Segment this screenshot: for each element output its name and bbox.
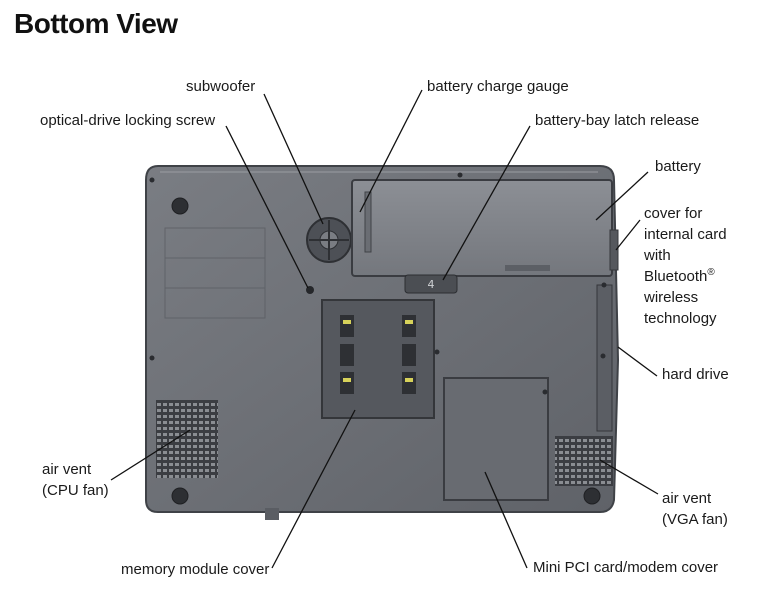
label-memory-module-cover: memory module cover [121,561,270,578]
label-cover-line3: with [644,247,671,264]
case-panel-lines [164,227,266,319]
label-registered-mark: ® [707,267,715,278]
vga-fan-vent [555,436,613,486]
label-subwoofer: subwoofer [186,78,256,95]
label-air-vent-cpu-line2: (CPU fan) [42,482,109,499]
label-cover-line1: cover for [644,205,703,222]
label-battery-bay-latch-release: battery-bay latch release [535,112,700,129]
internal-card-cover-shape [609,229,619,271]
label-air-vent-cpu: air vent (CPU fan) [42,459,142,501]
label-cover-line4: Bluetooth® [644,266,774,287]
leader-lines [110,89,659,569]
label-bluetooth-text: Bluetooth [644,268,708,285]
label-cover-internal-card: cover for internal card with Bluetooth® … [644,203,774,329]
cpu-fan-vent [156,400,218,478]
svg-text:4: 4 [428,278,435,291]
subwoofer-shape [306,217,352,263]
page-title: Bottom View [14,8,178,39]
label-air-vent-vga-line1: air vent [662,490,712,507]
label-cover-line2: internal card [644,226,727,243]
mini-pci-cover-shape [443,377,549,501]
label-cover-line6: technology [644,310,717,327]
label-mini-pci-cover: Mini PCI card/modem cover [533,559,719,576]
label-battery: battery [655,158,701,175]
label-hard-drive: hard drive [662,366,729,383]
label-optical-drive-locking-screw: optical-drive locking screw [40,112,216,129]
label-cover-line5: wireless [644,289,699,306]
label-air-vent-vga-line2: (VGA fan) [662,511,728,528]
battery-shape [351,179,613,277]
memory-cover-shape [321,299,435,419]
label-air-vent-cpu-line1: air vent [42,461,92,478]
label-air-vent-vga: air vent (VGA fan) [662,488,762,530]
label-battery-charge-gauge: battery charge gauge [427,78,569,95]
memory-chips [340,315,416,394]
